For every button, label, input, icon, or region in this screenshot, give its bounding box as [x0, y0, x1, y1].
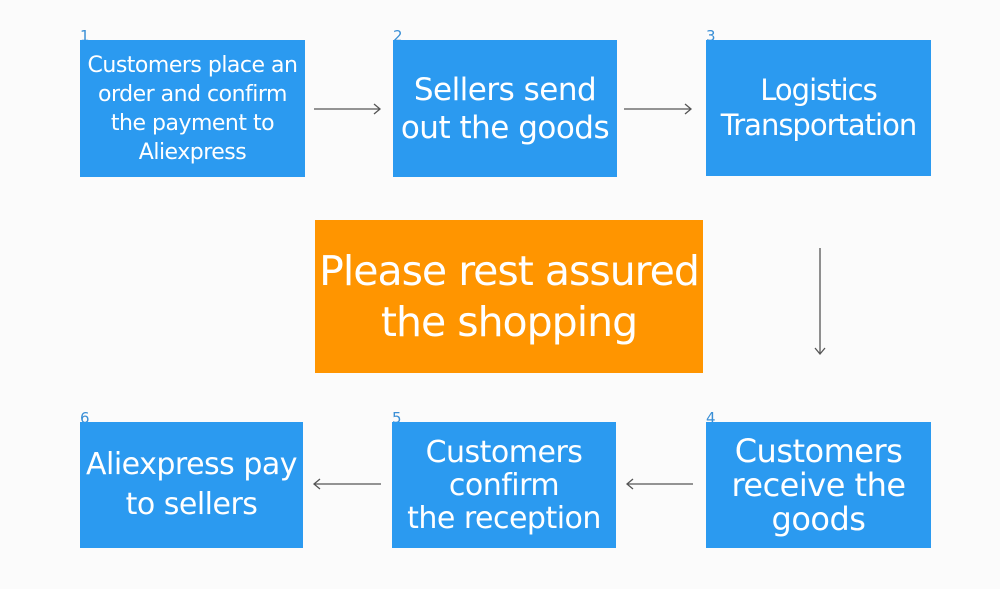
- step-4-number: 4: [706, 409, 716, 427]
- arrow-5-to-6: [312, 478, 381, 490]
- step-3-box: Logistics Transportation: [706, 40, 931, 176]
- step-6-number: 6: [80, 409, 90, 427]
- step-4-box: Customers receive the goods: [706, 422, 931, 548]
- step-3-number: 3: [706, 27, 716, 45]
- step-5-number: 5: [392, 409, 402, 427]
- step-1-number: 1: [80, 27, 90, 45]
- step-2-number: 2: [393, 27, 403, 45]
- arrow-1-to-2: [314, 103, 382, 115]
- step-1-box: Customers place an order and confirm the…: [80, 40, 305, 177]
- arrow-3-to-4: [814, 248, 826, 356]
- arrow-2-to-3: [624, 103, 693, 115]
- step-6-box: Aliexpress pay to sellers: [80, 422, 303, 548]
- center-message-box: Please rest assured the shopping: [315, 220, 703, 373]
- step-2-box: Sellers send out the goods: [393, 40, 617, 177]
- arrow-4-to-5: [625, 478, 693, 490]
- step-5-box: Customers confirm the reception: [392, 422, 616, 548]
